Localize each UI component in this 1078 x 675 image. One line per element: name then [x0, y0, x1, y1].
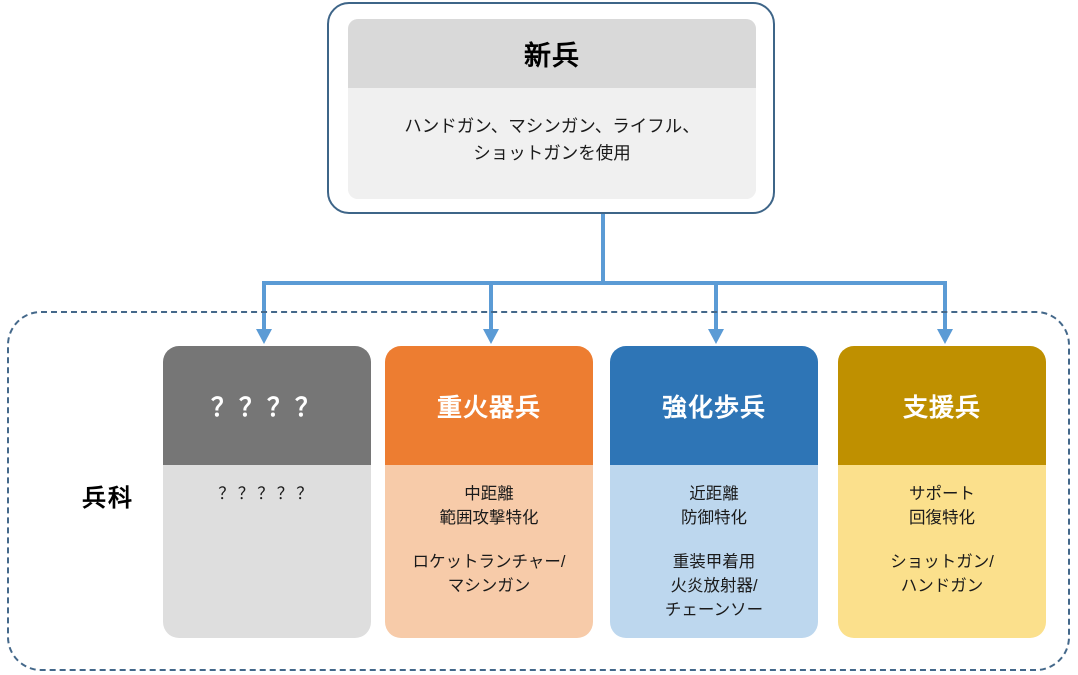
connector-drop-1 — [262, 281, 266, 331]
class-card-role: 近距離 防御特化 — [681, 485, 747, 527]
class-card-header: 強化歩兵 — [610, 346, 818, 465]
class-card-role: 中距離 範囲攻撃特化 — [439, 485, 539, 527]
class-card-header: 支援兵 — [838, 346, 1046, 465]
class-card-title: 支援兵 — [902, 393, 981, 422]
class-card-weapons: ロケットランチャー/ マシンガン — [412, 552, 566, 595]
arrow-head-4 — [937, 329, 953, 344]
arrow-head-2 — [483, 329, 499, 344]
class-card-header: ？？？？ — [163, 346, 371, 465]
class-card-header: 重火器兵 — [385, 346, 593, 465]
class-card-unknown[interactable]: ？？？？ ？？？？？ — [163, 346, 371, 638]
root-node-description: ハンドガン、マシンガン、ライフル、 ショットガンを使用 — [404, 116, 700, 164]
class-card-body: 近距離 防御特化 重装甲着用 火炎放射器/ チェーンソー — [610, 465, 818, 638]
class-group-frame — [7, 311, 1070, 671]
root-node-card[interactable]: 新兵 ハンドガン、マシンガン、ライフル、 ショットガンを使用 — [348, 19, 756, 199]
root-node-title: 新兵 — [524, 41, 580, 71]
class-card-heavy-weapons[interactable]: 重火器兵 中距離 範囲攻撃特化 ロケットランチャー/ マシンガン — [385, 346, 593, 638]
connector-horizontal-bus — [262, 281, 947, 285]
arrow-head-1 — [256, 329, 272, 344]
connector-trunk-vertical — [601, 214, 605, 284]
class-card-body: サポート 回復特化 ショットガン/ ハンドガン — [838, 465, 1046, 638]
class-card-title: 重火器兵 — [436, 393, 541, 422]
connector-drop-2 — [489, 281, 493, 331]
connector-drop-4 — [943, 281, 947, 331]
class-card-role: ？？？？？ — [218, 485, 316, 503]
class-card-title: 強化歩兵 — [661, 393, 766, 422]
class-card-body: ？？？？？ — [163, 465, 371, 638]
class-card-weapons: 重装甲着用 火炎放射器/ チェーンソー — [664, 552, 764, 619]
class-card-title: ？？？？ — [210, 393, 323, 422]
root-node-header: 新兵 — [348, 19, 756, 88]
arrow-head-3 — [708, 329, 724, 344]
connector-drop-3 — [714, 281, 718, 331]
class-group-label: 兵科 — [82, 485, 134, 512]
class-card-role: サポート 回復特化 — [909, 485, 975, 527]
root-node-body: ハンドガン、マシンガン、ライフル、 ショットガンを使用 — [348, 88, 756, 199]
class-card-enhanced-infantry[interactable]: 強化歩兵 近距離 防御特化 重装甲着用 火炎放射器/ チェーンソー — [610, 346, 818, 638]
class-card-weapons: ショットガン/ ハンドガン — [890, 552, 994, 595]
class-card-support[interactable]: 支援兵 サポート 回復特化 ショットガン/ ハンドガン — [838, 346, 1046, 638]
class-card-body: 中距離 範囲攻撃特化 ロケットランチャー/ マシンガン — [385, 465, 593, 638]
